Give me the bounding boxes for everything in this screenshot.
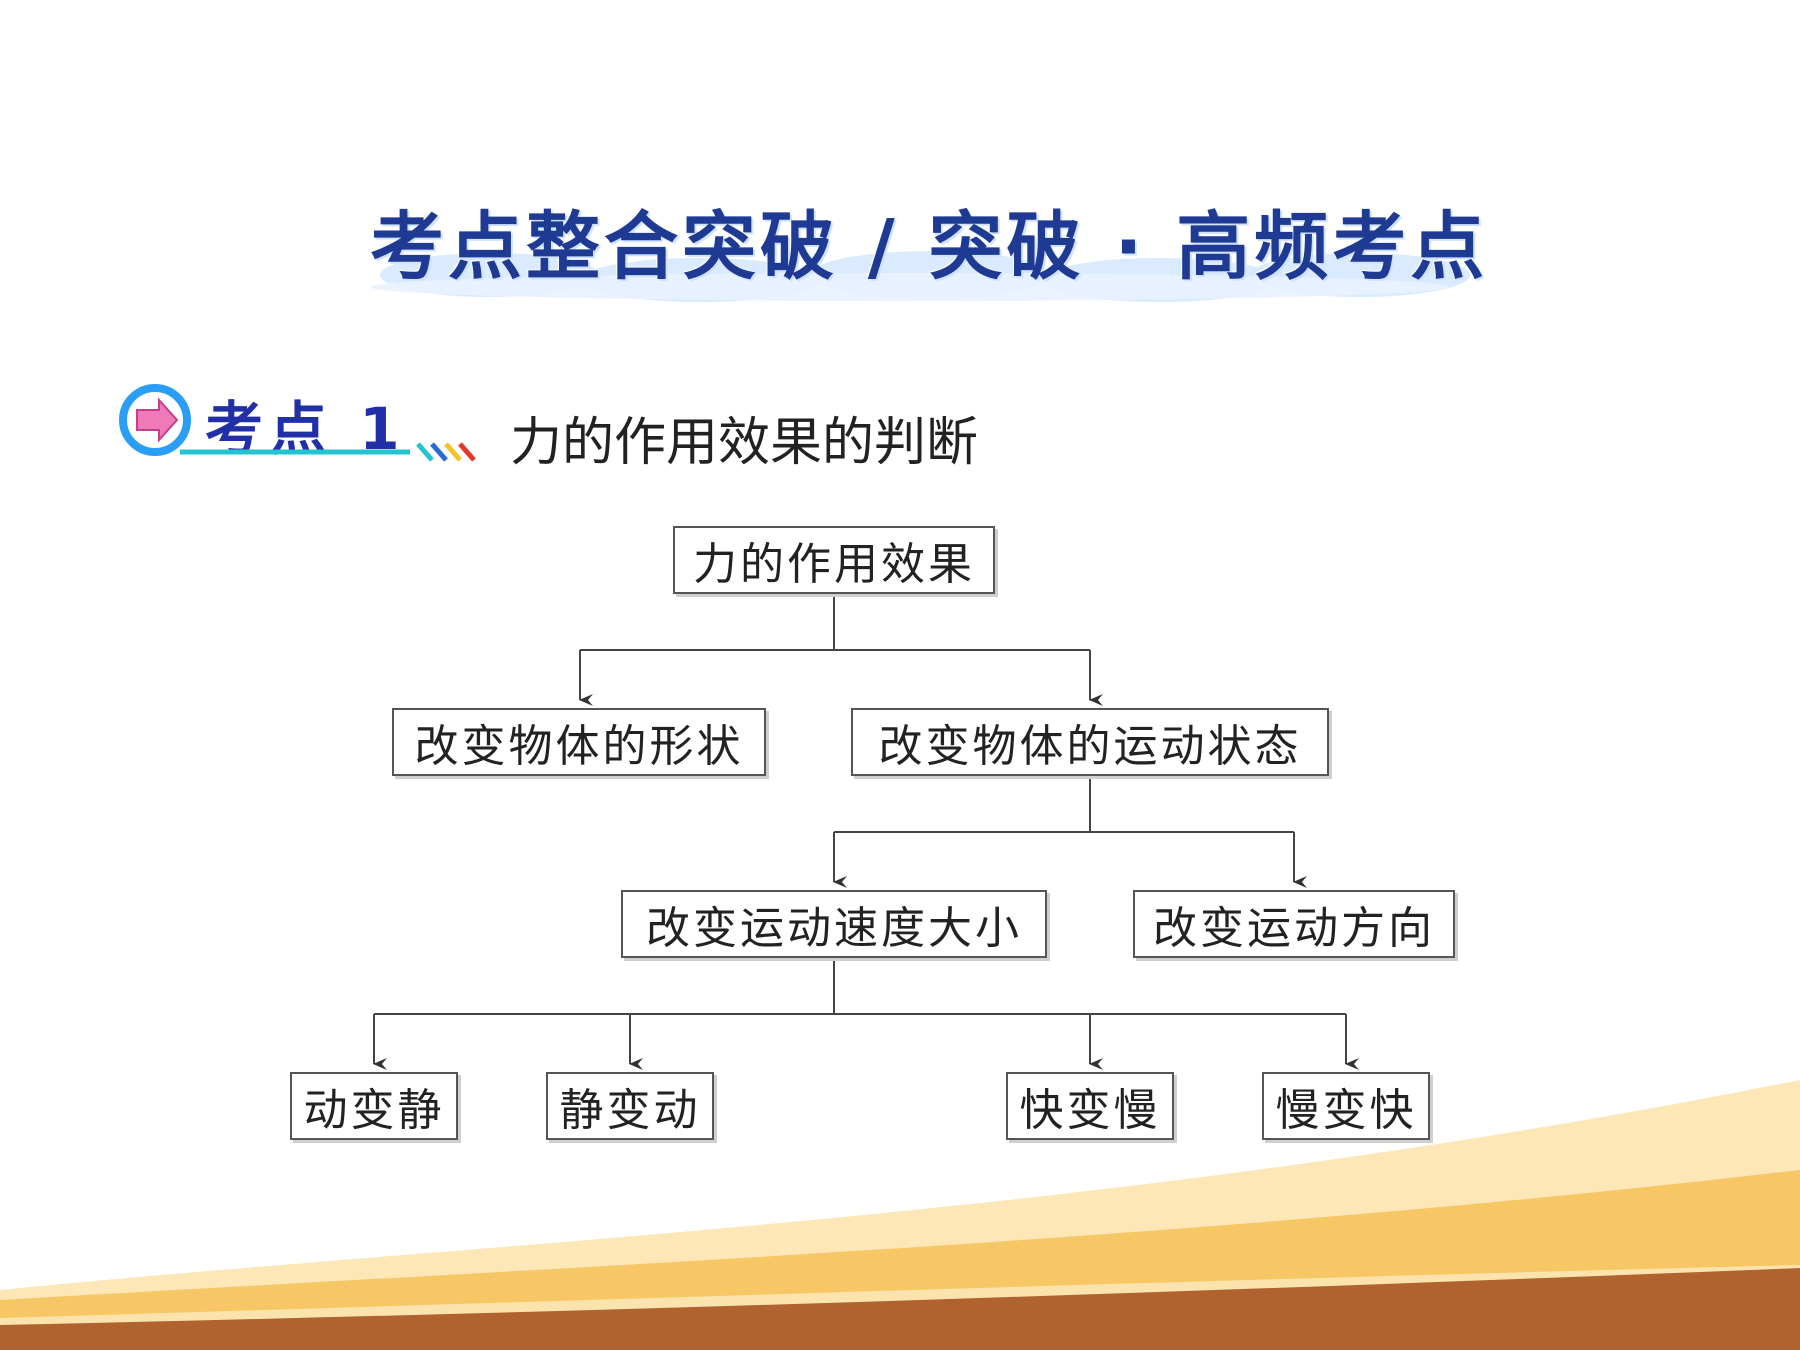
node-change-motion-state: 改变物体的运动状态 — [851, 708, 1329, 776]
node-change-direction: 改变运动方向 — [1133, 890, 1455, 958]
node-moving-to-still: 动变静 — [290, 1072, 458, 1140]
node-change-shape: 改变物体的形状 — [392, 708, 766, 776]
header-banner: 考点整合突破 / 突破 · 高频考点 — [370, 175, 1489, 315]
section-underline — [180, 442, 476, 462]
page-title: 考点整合突破 / 突破 · 高频考点 — [370, 204, 1489, 290]
node-still-to-moving: 静变动 — [546, 1072, 714, 1140]
cloud-decoration — [370, 251, 1470, 302]
arrow-circle-icon — [119, 384, 191, 456]
node-root: 力的作用效果 — [673, 526, 995, 594]
node-fast-to-slow: 快变慢 — [1006, 1072, 1174, 1140]
node-slow-to-fast: 慢变快 — [1262, 1072, 1430, 1140]
section-topic: 力的作用效果的判断 — [510, 413, 979, 473]
node-change-speed: 改变运动速度大小 — [621, 890, 1047, 958]
